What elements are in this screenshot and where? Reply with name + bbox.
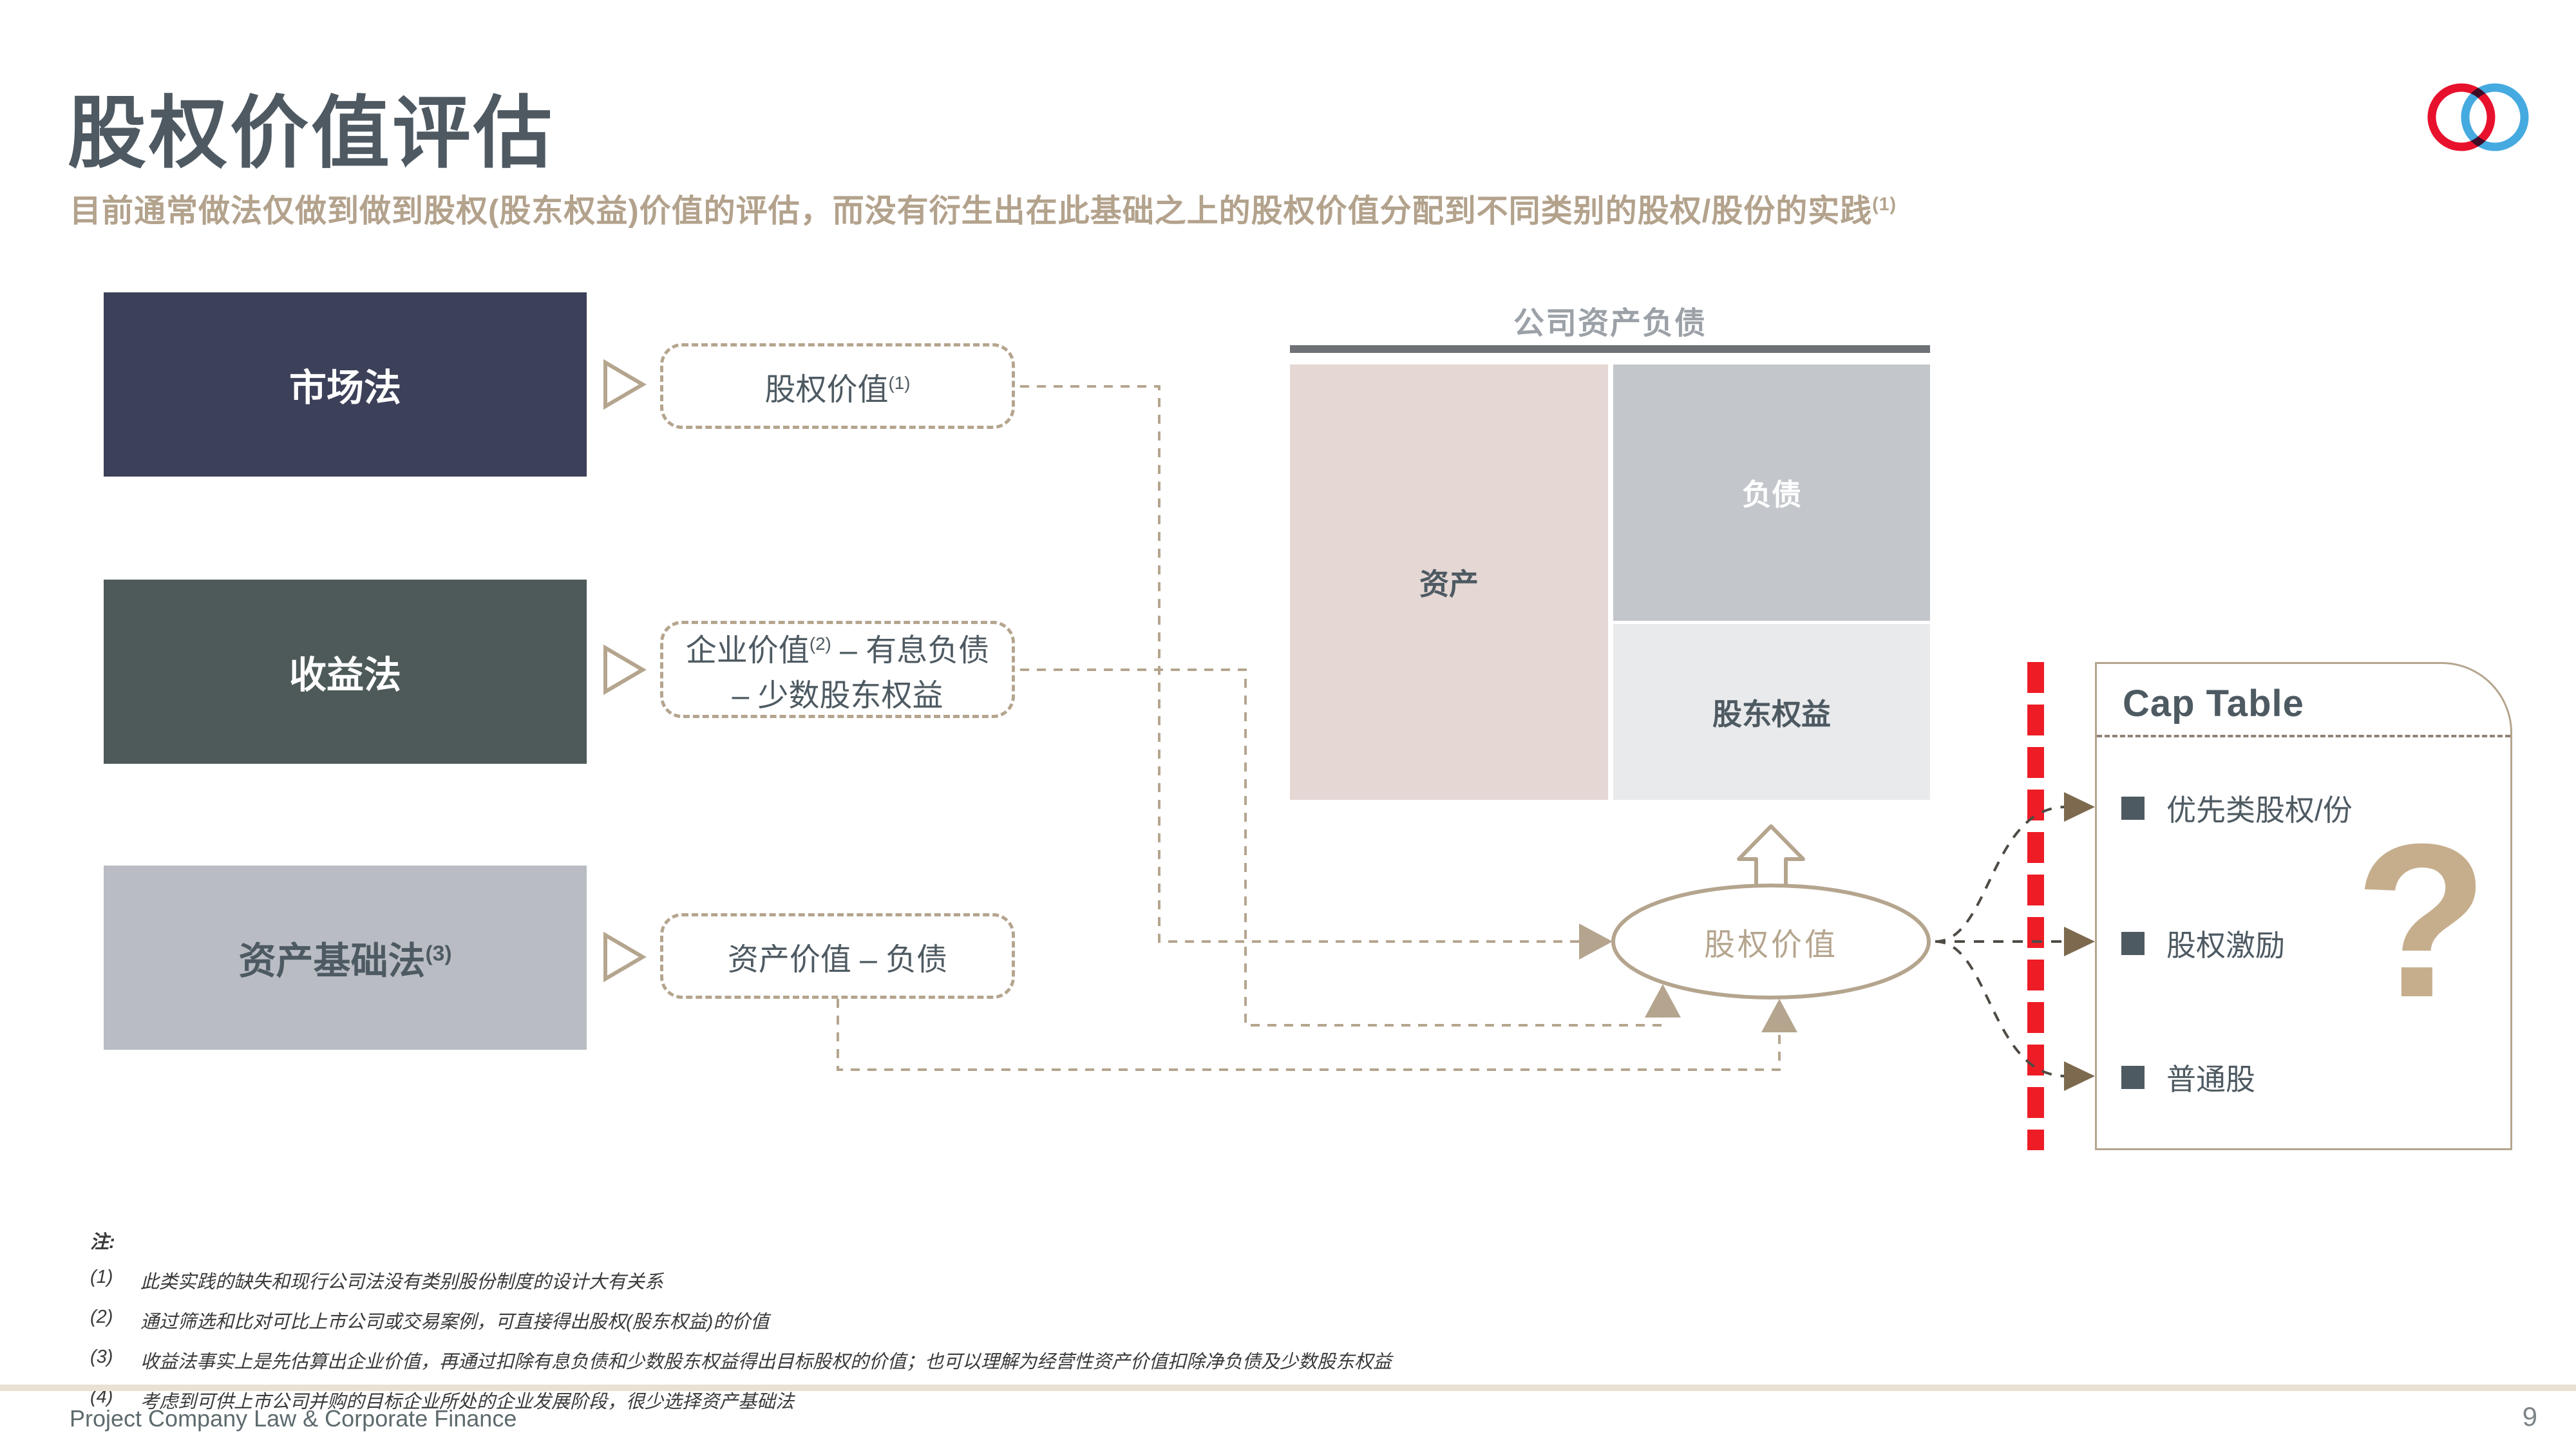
triangle-right-icon [603,931,647,983]
equity-value-ellipse [1611,884,1931,999]
footnotes-label: 注: [90,1232,115,1253]
cap-table-item-incentive: 股权激励 [2121,923,2285,964]
venn-circles-logo [2427,83,2529,151]
formula-box-asset-value: 资产价值 – 负债 [660,913,1015,999]
logo-red-circle [2427,83,2496,151]
curve-to-preferred [1935,806,2067,943]
page-subtitle: 目前通常做法仅做到做到股权(股东权益)价值的评估，而没有衍生出在此基础之上的股权… [70,185,1897,231]
footnote-text: 考虑到可供上市公司并购的目标企业所处的企业发展阶段，很少选择资产基础法 [140,1392,795,1412]
question-mark: ? [2354,799,2488,1043]
arrowhead-common [2064,1061,2095,1091]
page-title: 股权价值评估 [68,90,554,177]
cap-table-panel: Cap Table 优先类股权/份 股权激励 普通股 [2095,662,2512,1150]
cap-table-item-preferred: 优先类股权/份 [2121,788,2353,829]
formula-box-equity-value: 股权价值(1) [660,343,1015,429]
footer-divider-line [0,1385,2576,1391]
subtitle-text: 目前通常做法仅做到做到股权(股东权益)价值的评估，而没有衍生出在此基础之上的股权… [70,194,1873,229]
arrowhead-ellipse-bottom-center [1761,999,1797,1032]
footnote-text: 收益法事实上是先估算出企业价值，再通过扣除有息负债和少数股东权益得出目标股权的价… [140,1352,1392,1372]
balance-sheet-liabilities-block: 负债 [1613,365,1930,621]
formula-text: 股权价值(1) [764,372,911,407]
balance-sheet-top-bar [1290,345,1930,353]
formula-superscript: (1) [888,372,911,393]
footnote-row: (3) 收益法事实上是先估算出企业价值，再通过扣除有息负债和少数股东权益得出目标… [90,1347,1392,1374]
square-bullet-icon [2121,797,2145,820]
cap-table-item-common: 普通股 [2121,1057,2255,1098]
square-bullet-icon [2121,932,2145,955]
method-box-market: 市场法 [104,292,587,477]
method-label: 收益法 [289,654,401,696]
formula-text: 企业价值(2) – 有息负债 – 少数股东权益 [685,633,990,713]
footnote-number: (2) [90,1307,113,1327]
equity-value-ellipse-label: 股权价值 [1703,928,1838,962]
arrowhead-preferred [2064,792,2095,822]
footnote-number: (3) [90,1347,113,1367]
cap-item-label: 普通股 [2166,1063,2255,1096]
subtitle-superscript: (1) [1872,194,1897,215]
triangle-right-icon [603,359,647,410]
balance-sheet-title: 公司资产负债 [1513,307,1707,341]
footnotes: 注: (1) 此类实践的缺失和现行公司法没有类别股份制度的设计大有关系 (2) … [90,1227,1392,1414]
cap-table-divider [2097,735,2510,737]
cap-item-label: 股权激励 [2166,929,2285,962]
formula-superscript: (2) [809,633,831,654]
footer-project-name: Project Company Law & Corporate Finance [70,1405,517,1432]
curve-to-common [1935,940,2067,1077]
formula-box-enterprise-value: 企业价值(2) – 有息负债 – 少数股东权益 [660,621,1015,718]
footnote-row: (2) 通过筛选和比对可比上市公司或交易案例，可直接得出股权(股东权益)的价值 [90,1307,1392,1334]
footnote-number: (1) [90,1267,113,1287]
formula-text: 资产价值 – 负债 [727,942,948,977]
method-box-asset-based: 资产基础法(3) [104,866,587,1050]
cap-item-label: 优先类股权/份 [2166,793,2353,827]
footnote-row: (1) 此类实践的缺失和现行公司法没有类别股份制度的设计大有关系 [90,1267,1392,1294]
method-box-income: 收益法 [104,580,587,764]
footnote-text: 此类实践的缺失和现行公司法没有类别股份制度的设计大有关系 [140,1272,664,1293]
method-label: 市场法 [289,367,401,409]
triangle-right-icon [603,644,647,696]
block-arrow-up-icon [1737,824,1805,889]
balance-sheet-assets-block: 资产 [1290,365,1608,800]
footnote-text: 通过筛选和比对可比上市公司或交易案例，可直接得出股权(股东权益)的价值 [140,1312,770,1332]
connector-asset-to-ellipse [837,999,1781,1071]
method-label: 资产基础法(3) [238,940,452,982]
logo-blue-circle [2461,83,2529,151]
cap-table-title: Cap Table [2123,683,2304,724]
page-number: 9 [2522,1401,2537,1432]
balance-sheet-equity-block: 股东权益 [1613,624,1930,800]
arrowhead-ellipse-left [1579,923,1613,960]
square-bullet-icon [2121,1066,2145,1089]
arrowhead-ellipse-bottom-left [1645,984,1681,1018]
connector-market-to-ellipse [1020,385,1579,943]
arrowhead-incentive [2064,927,2095,956]
